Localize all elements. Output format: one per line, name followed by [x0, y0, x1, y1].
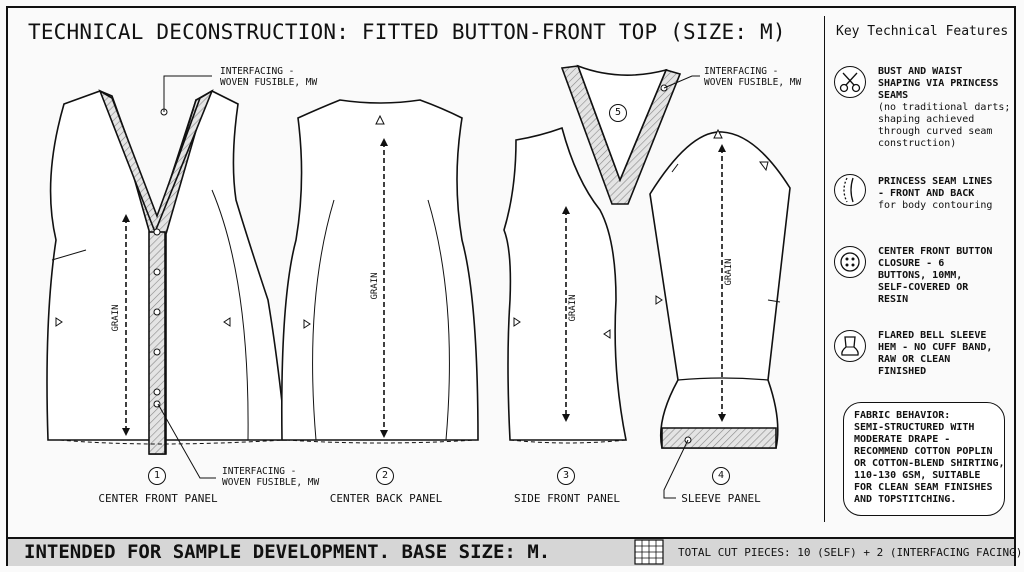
feature-2: PRINCESS SEAM LINES - FRONT AND BACK for… — [878, 176, 992, 212]
feature-4-title: FLARED BELL SLEEVE HEM - NO CUFF BAND, R… — [878, 330, 993, 377]
princess-seam-icon — [834, 174, 866, 206]
grain-text-2: GRAIN — [370, 272, 380, 299]
center-back-panel — [280, 99, 479, 444]
piece-number-4: 4 — [712, 467, 730, 485]
interfacing-callout-facing: INTERFACING - WOVEN FUSIBLE, MW — [704, 66, 802, 88]
piece-number-3: 3 — [557, 467, 575, 485]
piece-label-2: CENTER BACK PANEL — [329, 492, 443, 505]
callout-leaders — [157, 75, 700, 499]
center-front-panel — [46, 89, 287, 455]
sheet-title: TECHNICAL DECONSTRUCTION: FITTED BUTTON-… — [28, 20, 786, 44]
bell-sleeve-icon — [834, 330, 866, 362]
button-icon — [834, 246, 866, 278]
feature-2-desc: for body contouring — [878, 200, 993, 211]
grain-text-4: GRAIN — [724, 258, 734, 285]
piece-label-3: SIDE FRONT PANEL — [514, 492, 620, 505]
sleeve-panel — [649, 128, 791, 449]
grain-text-3: GRAIN — [568, 294, 578, 321]
grain-text-1: GRAIN — [111, 304, 121, 331]
feature-1-title: BUST AND WAIST SHAPING VIA PRINCESS SEAM… — [878, 66, 999, 101]
features-heading: Key Technical Features — [836, 24, 1009, 39]
feature-3: CENTER FRONT BUTTON CLOSURE - 6 BUTTONS,… — [878, 246, 992, 306]
feature-1: BUST AND WAIST SHAPING VIA PRINCESS SEAM… — [878, 66, 1010, 150]
feature-2-title: PRINCESS SEAM LINES - FRONT AND BACK — [878, 176, 993, 199]
piece-label-1: CENTER FRONT PANEL — [98, 492, 218, 505]
footer-note: INTENDED FOR SAMPLE DEVELOPMENT. BASE SI… — [24, 541, 551, 563]
footer-bar — [8, 537, 1014, 566]
feature-1-desc: (no traditional darts; shaping achieved … — [878, 102, 1011, 149]
piece-label-4: SLEEVE PANEL — [681, 492, 761, 505]
piece-number-1: 1 — [148, 467, 166, 485]
feature-3-title: CENTER FRONT BUTTON CLOSURE - 6 BUTTONS,… — [878, 246, 993, 305]
panel-divider — [824, 16, 825, 522]
cut-grid-icon — [634, 539, 664, 565]
scissors-icon — [834, 66, 866, 98]
neckline-facing-piece — [560, 64, 682, 205]
center-front-buttons — [153, 228, 161, 408]
total-cut-pieces: TOTAL CUT PIECES: 10 (SELF) + 2 (INTERFA… — [678, 546, 1023, 559]
piece-number-5: 5 — [609, 104, 627, 122]
interfacing-callout-placket: INTERFACING - WOVEN FUSIBLE, MW — [222, 466, 320, 488]
fabric-behavior-box — [843, 402, 1005, 516]
interfacing-callout-front: INTERFACING - WOVEN FUSIBLE, MW — [220, 66, 318, 88]
fabric-behavior-note: FABRIC BEHAVIOR: SEMI-STRUCTURED WITH MO… — [854, 410, 1005, 505]
feature-4: FLARED BELL SLEEVE HEM - NO CUFF BAND, R… — [878, 330, 992, 378]
piece-number-2: 2 — [376, 467, 394, 485]
